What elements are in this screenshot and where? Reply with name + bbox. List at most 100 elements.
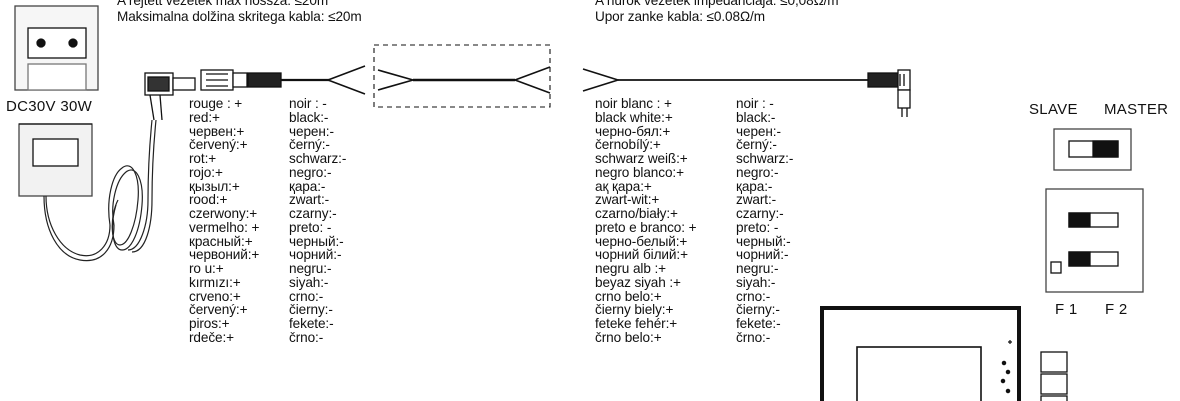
power-adapter-icon	[18, 123, 93, 197]
left-negative-item: noir : -	[289, 96, 327, 111]
right-positive-item: черно-бял:+	[595, 123, 671, 139]
left-positive-item: vermelho: +	[189, 219, 260, 235]
right-positive-item: feteke fehér:+	[595, 316, 678, 331]
right-negative-item: zwart:-	[736, 192, 777, 208]
left-positive-item: червоний:+	[189, 247, 260, 263]
dc-plug-left-icon	[144, 72, 196, 121]
left-negative-item: siyah:-	[289, 274, 329, 290]
left-negative-item: negru:-	[289, 261, 332, 276]
right-positive-item: noir blanc : +	[595, 96, 672, 111]
slave-label: SLAVE	[1029, 101, 1078, 118]
power-rating-label: DC30V 30W	[6, 98, 93, 115]
left-negative-item: preto: -	[289, 219, 332, 235]
right-negative-item: črno:-	[736, 329, 771, 345]
left-positive-item: crveno:+	[189, 288, 241, 304]
master-slave-switch	[1053, 128, 1132, 171]
left-positive-item: красный:+	[189, 233, 253, 249]
left-positive-wire-list: rouge : + red:+ червен:+ červený:+ rot:+…	[189, 97, 259, 345]
right-positive-item: ақ қара:+	[595, 178, 652, 194]
right-negative-item: preto: -	[736, 219, 779, 235]
right-positive-item: beyaz siyah :+	[595, 274, 681, 290]
left-positive-item: rouge : +	[189, 96, 243, 111]
right-positive-item: černobílý:+	[595, 137, 661, 153]
right-negative-item: черен:-	[736, 123, 781, 139]
dip-switch-block	[1045, 188, 1144, 293]
indoor-monitor-device	[820, 306, 1068, 401]
left-negative-item: črno:-	[289, 329, 324, 345]
right-negative-item: crno:-	[736, 288, 771, 304]
left-positive-item: қызыл:+	[189, 178, 240, 194]
right-positive-item: czarno/biały:+	[595, 206, 678, 221]
f1-label: F 1	[1055, 301, 1078, 318]
left-negative-item: crno:-	[289, 288, 324, 304]
dc-jack-left-icon	[200, 69, 330, 91]
left-positive-item: червен:+	[189, 123, 245, 139]
left-positive-item: rood:+	[189, 192, 228, 208]
right-positive-item: black white:+	[595, 109, 673, 125]
left-negative-item: negro:-	[289, 164, 332, 180]
right-negative-item: қара:-	[736, 178, 773, 194]
left-negative-item: zwart:-	[289, 192, 330, 208]
hidden-cable-box	[373, 44, 551, 108]
right-positive-item: negro blanco:+	[595, 164, 684, 180]
f2-label: F 2	[1105, 301, 1128, 318]
right-negative-wire-list: noir : - black:- черен:- černý:- schwarz…	[736, 97, 793, 345]
dc-plug-right-icon	[867, 69, 911, 117]
adapter-cable	[43, 119, 157, 262]
left-positive-item: rojo:+	[189, 164, 223, 180]
right-negative-item: čierny:-	[736, 302, 780, 318]
master-label: MASTER	[1104, 101, 1169, 118]
cable-length-text-hu: A rejtett vezeték max hossza: ≤20m	[117, 0, 329, 8]
right-negative-item: noir : -	[736, 96, 774, 111]
left-negative-item: черен:-	[289, 123, 334, 139]
left-negative-item: қара:-	[289, 178, 326, 194]
impedance-text-hu: A hurok vezeték impedanciája: ≤0,08Ω/m	[595, 0, 839, 8]
left-negative-item: black:-	[289, 109, 329, 125]
left-negative-item: чорний:-	[289, 247, 342, 263]
left-positive-item: czerwony:+	[189, 206, 258, 221]
wall-socket-icon	[14, 5, 99, 91]
right-negative-item: чорний:-	[736, 247, 789, 263]
right-positive-item: negru alb :+	[595, 261, 666, 276]
wire-break-left-icon	[327, 65, 366, 95]
loop-cable	[582, 68, 868, 92]
left-negative-item: fekete:-	[289, 316, 334, 331]
right-positive-item: zwart-wit:+	[595, 192, 660, 208]
right-negative-item: siyah:-	[736, 274, 776, 290]
left-positive-item: rdeče:+	[189, 329, 235, 345]
right-positive-item: čierny biely:+	[595, 302, 674, 318]
right-positive-item: черно-белый:+	[595, 233, 688, 249]
right-negative-item: schwarz:-	[736, 151, 794, 166]
right-negative-item: black:-	[736, 109, 776, 125]
right-negative-item: черный:-	[736, 233, 791, 249]
left-negative-item: черный:-	[289, 233, 344, 249]
left-positive-item: červený:+	[189, 302, 248, 318]
left-negative-item: schwarz:-	[289, 151, 347, 166]
left-positive-item: kırmızı:+	[189, 274, 241, 290]
left-negative-item: černý:-	[289, 137, 330, 153]
right-positive-item: crno belo:+	[595, 288, 662, 304]
hidden-cable-segment	[377, 66, 551, 94]
right-positive-item: schwarz weiß:+	[595, 151, 688, 166]
right-positive-item: preto e branco: +	[595, 219, 697, 235]
left-positive-item: red:+	[189, 109, 220, 125]
right-positive-wire-list: noir blanc : + black white:+ черно-бял:+…	[595, 96, 697, 345]
left-positive-item: piros:+	[189, 316, 230, 331]
left-negative-item: čierny:-	[289, 302, 333, 318]
left-positive-item: ro u:+	[189, 261, 224, 276]
right-positive-item: črno belo:+	[595, 329, 662, 345]
left-positive-item: červený:+	[189, 137, 248, 153]
left-negative-item: czarny:-	[289, 206, 337, 221]
right-negative-item: negru:-	[736, 261, 779, 276]
left-positive-item: rot:+	[189, 151, 217, 166]
right-negative-item: czarny:-	[736, 206, 784, 221]
impedance-text-sl: Upor zanke kabla: ≤0.08Ω/m	[595, 9, 765, 24]
cable-length-text-sl: Maksimalna dolžina skritega kabla: ≤20m	[117, 9, 362, 24]
right-negative-item: černý:-	[736, 137, 777, 153]
right-negative-item: negro:-	[736, 164, 779, 180]
right-positive-item: чорний білий:+	[595, 247, 688, 263]
left-negative-wire-list: noir : - black:- черен:- černý:- schwarz…	[289, 97, 346, 345]
right-negative-item: fekete:-	[736, 316, 781, 331]
